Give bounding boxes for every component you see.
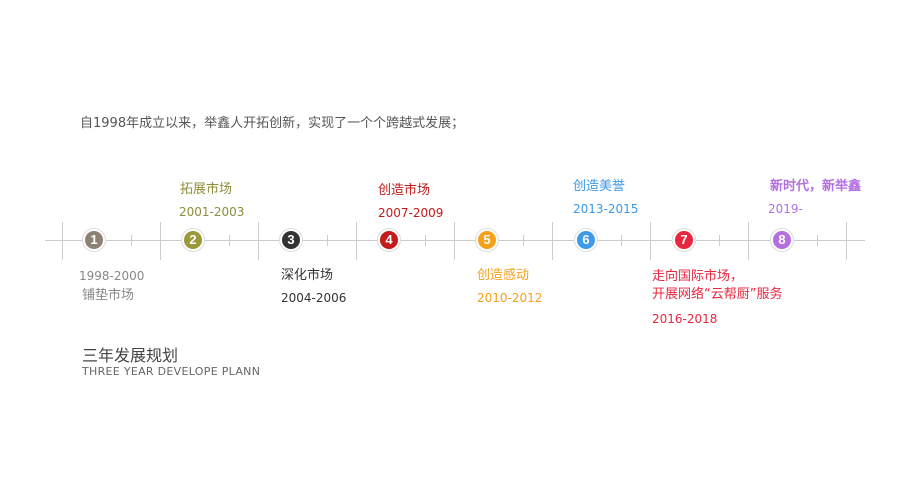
- stage-2-title: 拓展市场: [180, 182, 233, 197]
- timeline-node-3[interactable]: 3: [279, 228, 303, 252]
- timeline-axis: [45, 240, 865, 241]
- timeline-tick: [748, 222, 749, 260]
- node-number: 6: [577, 231, 595, 249]
- stage-2-years: 2001-2003: [179, 205, 245, 219]
- stage-3-title: 深化市场: [281, 268, 334, 283]
- node-number: 4: [380, 231, 398, 249]
- timeline-node-1[interactable]: 1: [82, 228, 106, 252]
- timeline-tick: [258, 222, 259, 260]
- stage-7-years: 2016-2018: [652, 312, 718, 326]
- timeline-minor-tick: [327, 235, 328, 246]
- timeline-tick: [62, 222, 63, 260]
- timeline-node-2[interactable]: 2: [181, 228, 205, 252]
- stage-3-years: 2004-2006: [281, 291, 347, 305]
- node-number: 8: [773, 231, 791, 249]
- stage-8-years: 2019-: [768, 202, 803, 216]
- timeline-tick: [552, 222, 553, 260]
- timeline-minor-tick: [523, 235, 524, 246]
- timeline-tick: [160, 222, 161, 260]
- timeline-minor-tick: [719, 235, 720, 246]
- timeline-minor-tick: [131, 235, 132, 246]
- timeline-node-7[interactable]: 7: [672, 228, 696, 252]
- stage-4-title: 创造市场: [378, 183, 431, 198]
- timeline-minor-tick: [229, 235, 230, 246]
- stage-5-title: 创造感动: [477, 268, 530, 283]
- timeline-minor-tick: [621, 235, 622, 246]
- timeline-node-8[interactable]: 8: [770, 228, 794, 252]
- stage-4-years: 2007-2009: [378, 206, 444, 220]
- intro-text: 自1998年成立以来，举鑫人开拓创新，实现了一个个跨越式发展；: [80, 116, 465, 131]
- stage-8-title: 新时代，新举鑫: [770, 179, 862, 194]
- timeline-node-6[interactable]: 6: [574, 228, 598, 252]
- node-number: 2: [184, 231, 202, 249]
- timeline-tick: [454, 222, 455, 260]
- stage-6-years: 2013-2015: [573, 202, 639, 216]
- stage-1-years: 1998-2000: [79, 269, 145, 283]
- timeline-tick: [356, 222, 357, 260]
- stage-5-years: 2010-2012: [477, 291, 543, 305]
- node-number: 3: [282, 231, 300, 249]
- node-number: 7: [675, 231, 693, 249]
- node-number: 1: [85, 231, 103, 249]
- node-number: 5: [478, 231, 496, 249]
- plan-title: 三年发展规划: [82, 346, 179, 365]
- timeline-node-4[interactable]: 4: [377, 228, 401, 252]
- stage-7-title-line2: 开展网络“云帮厨”服务: [652, 287, 783, 302]
- timeline-tick: [650, 222, 651, 260]
- timeline-minor-tick: [817, 235, 818, 246]
- timeline-minor-tick: [425, 235, 426, 246]
- plan-subtitle: THREE YEAR DEVELOPE PLANN: [82, 365, 261, 378]
- timeline-node-5[interactable]: 5: [475, 228, 499, 252]
- stage-7-title-line1: 走向国际市场，: [652, 269, 744, 284]
- stage-1-title: 铺垫市场: [82, 288, 135, 303]
- timeline-tick: [846, 222, 847, 260]
- stage-6-title: 创造美誉: [573, 179, 626, 194]
